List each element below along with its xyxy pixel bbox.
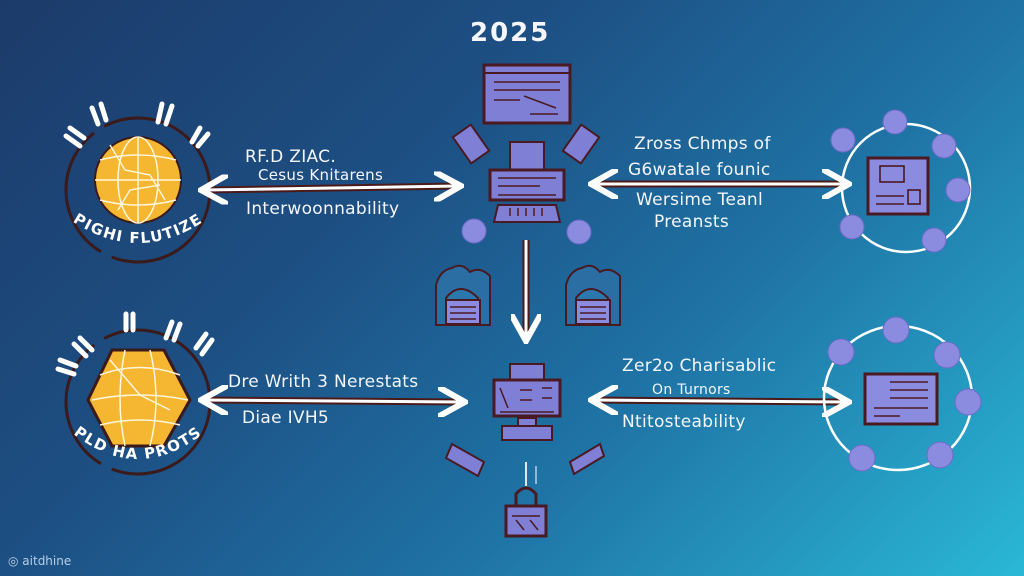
globe-node-caption: PIGHI FLUTIZE: [70, 210, 204, 248]
satellite-icons: [830, 109, 971, 253]
watermark-logo-icon: ◎: [8, 554, 23, 568]
cluster-top: [830, 109, 972, 254]
label-top-right-2: G6watale founic: [628, 160, 771, 180]
stack-icon-left: [435, 264, 491, 326]
label-top-right-4: Preansts: [654, 212, 729, 232]
document-icon: [863, 372, 939, 426]
label-top-left-1: RF.D ZIAC.: [245, 147, 337, 167]
ribbon-icon-right: [568, 442, 606, 476]
label-top-left-3: Interwoonnability: [246, 199, 400, 219]
arrows: [204, 184, 846, 486]
globe-icon: [91, 349, 189, 447]
label-bottom-right-1: Zer2o Charisablic: [622, 356, 777, 376]
globe-icon: [95, 136, 181, 224]
satellite-icons: [827, 316, 982, 472]
browser-window-icon: [482, 63, 572, 125]
globe-node-top: [63, 101, 212, 264]
svg-text:PLD HA PROTS: PLD HA PROTS: [71, 423, 205, 464]
label-bottom-right-2: On Turnors: [652, 382, 731, 398]
hexagon-node-caption: PLD HA PROTS: [71, 423, 204, 464]
cluster-bottom: [822, 316, 982, 472]
card-icon-left: [451, 123, 491, 165]
label-bottom-left-1: Dre Writh 3 Nerestats: [228, 372, 419, 392]
label-top-right-1: Zross Chmps of: [634, 134, 771, 154]
label-bottom-right-3: Ntitosteability: [622, 412, 746, 432]
label-top-right-3: Wersime Teanl: [636, 190, 764, 210]
diagram-title: 2025: [470, 18, 551, 48]
stack-icon-right: [565, 264, 621, 326]
padlock-icon: [504, 486, 548, 538]
watermark-text: aitdhine: [22, 554, 72, 568]
label-top-left-2: Cesus Knitarens: [258, 166, 384, 184]
computer-bottom-icon: [492, 363, 562, 441]
token-icon: [461, 218, 592, 245]
svg-text:PIGHI FLUTIZE: PIGHI FLUTIZE: [70, 210, 205, 248]
document-icon: [866, 156, 930, 216]
card-icon-right: [561, 123, 601, 165]
watermark: ◎ aitdhine: [8, 554, 71, 568]
computer-top-icon: [488, 141, 566, 223]
label-bottom-left-2: Diae IVH5: [242, 408, 330, 428]
ribbon-icon-left: [444, 442, 486, 478]
